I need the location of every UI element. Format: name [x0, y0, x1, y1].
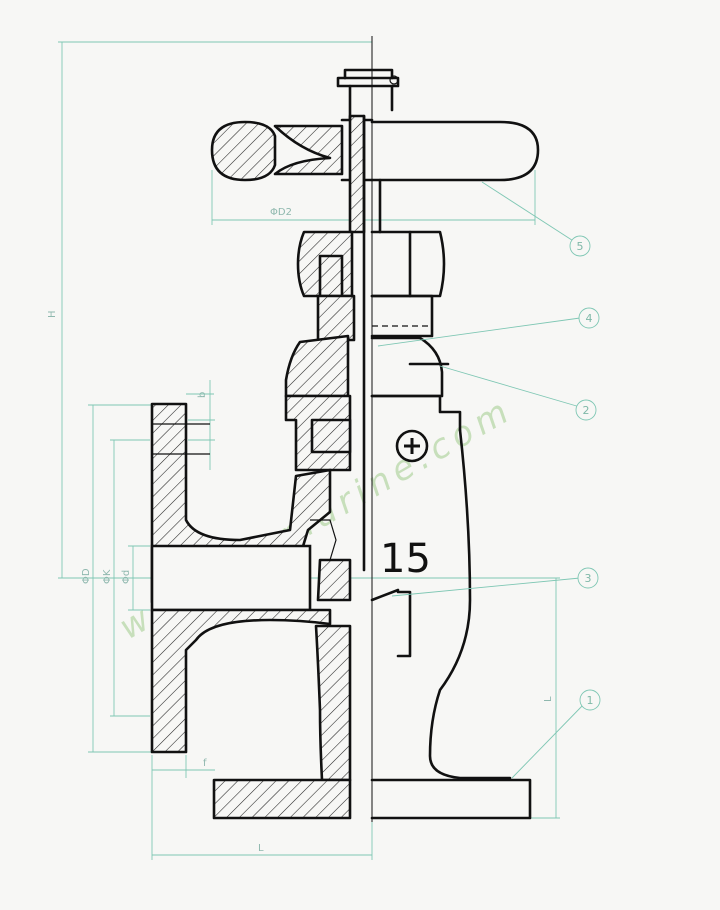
dim-length: L	[258, 843, 264, 854]
callout-4: 4	[578, 307, 600, 329]
body-top	[284, 394, 462, 472]
dim-height: H	[47, 310, 58, 318]
valve-body	[150, 402, 532, 820]
handwheel	[210, 114, 540, 234]
callout-2: 2	[575, 399, 597, 421]
callout-1: 1	[579, 689, 601, 711]
callout-3: 3	[577, 567, 599, 589]
callout-3-label: 3	[585, 572, 592, 585]
dim-handwheel-diameter: ΦD2	[270, 207, 292, 218]
callout-2-label: 2	[583, 404, 590, 417]
callout-leaders	[377, 181, 585, 779]
dim-flange-outer: ΦD	[81, 568, 92, 584]
bonnet	[284, 294, 450, 398]
body-marking: 15	[380, 536, 431, 582]
callout-5-label: 5	[577, 240, 584, 253]
dimension-labels: ΦD2 H ΦD ΦK Φd b f L L	[47, 207, 554, 854]
gland-nut	[296, 230, 446, 298]
top-nut	[336, 68, 400, 122]
callout-1-label: 1	[587, 694, 594, 707]
callout-5: 5	[569, 235, 591, 257]
stem	[362, 114, 382, 572]
dim-face-offset: f	[203, 758, 207, 769]
dim-port-height: L	[543, 696, 554, 702]
callout-4-label: 4	[586, 312, 593, 325]
dim-flange-thickness: b	[197, 392, 208, 398]
dim-bolt-circle: ΦK	[102, 569, 113, 584]
dim-bore: Φd	[121, 570, 132, 584]
body-screw	[395, 429, 429, 463]
